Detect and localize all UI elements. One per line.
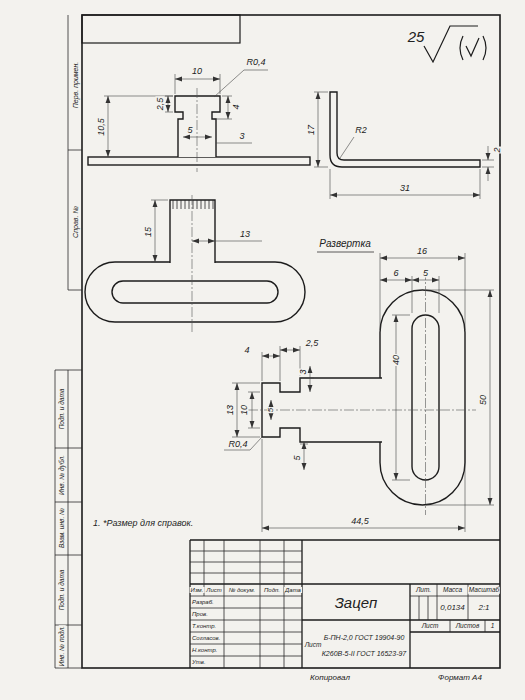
drawing-label: Листов [455, 623, 481, 630]
drawing-label: Масса [442, 587, 463, 594]
drawing-label: 50 [479, 394, 488, 406]
drawing-label: Н.контр. [191, 647, 218, 653]
drawing-label: 3 [238, 132, 245, 141]
knurl-stroke [189, 200, 190, 209]
drawing-label: Разраб. [191, 599, 215, 605]
drawing-label: Подп. и дата [58, 388, 65, 431]
drawing-label: 5 [186, 126, 193, 135]
drawing-label: 13 [226, 404, 235, 416]
drawing-label: 2:1 [477, 604, 490, 612]
knurl-stroke [213, 200, 214, 209]
drawing-label: № докум. [228, 587, 256, 593]
drawing-label: 10,5 [97, 117, 106, 137]
drawing-label: Лит. [415, 587, 432, 594]
drawing-label: Утв. [191, 659, 207, 665]
drawing-label: Лист [421, 623, 440, 630]
drawing-label: Взам. инв. № [58, 507, 65, 549]
drawing-label: 31 [399, 184, 411, 193]
drawing-label: К260В-5-II ГОСТ 16523-97 [321, 650, 408, 657]
drawing-label: Изм. [190, 587, 205, 593]
knurl-stroke [177, 200, 178, 209]
drawing-label: Лист [205, 587, 222, 593]
drawing-label: Справ. № [72, 205, 79, 239]
part-name: Зацеп [334, 595, 379, 610]
drawing-label: Т.контр. [191, 623, 217, 629]
drawing-label: Развертка [318, 239, 371, 249]
drawing-label: 40 [392, 354, 401, 366]
drawing-label: 2,5 [156, 97, 165, 112]
knurl-stroke [173, 200, 174, 209]
knurl-stroke [181, 200, 182, 209]
drawing-label: 5 [267, 407, 275, 413]
drawing-label: 44,5 [350, 517, 370, 526]
drawing-label: 17 [307, 124, 316, 136]
knurl-stroke [193, 200, 194, 209]
drawing-label: Инв. № дубл. [58, 454, 65, 496]
drawing-label: R2 [354, 126, 368, 135]
drawing-label: Масштаб [468, 587, 500, 594]
drawing-label: 1. *Размер для справок. [92, 519, 194, 528]
knurl-stroke [201, 200, 202, 209]
drawing-label: Подп. и дата [58, 569, 65, 612]
drawing-label: 5 [293, 454, 302, 461]
drawing-label: Дата [284, 587, 302, 593]
knurl-stroke [209, 200, 210, 209]
drawing-label: Копировал [309, 674, 351, 682]
drawing-label: Инв. № подл. [58, 625, 65, 667]
knurl-stroke [197, 200, 198, 209]
drawing-label: 25 [407, 29, 426, 44]
drawing-label: 15 [144, 226, 153, 238]
drawing-label: 5 [422, 269, 429, 278]
drawing-label: 4 [232, 103, 241, 110]
drawing-label: Пров. [191, 611, 209, 617]
drawing-label: 3 [299, 368, 308, 375]
drawing-label: 4 [243, 346, 250, 355]
drawing-label: R0,4 [245, 58, 266, 67]
drawing-label: 13 [239, 230, 251, 239]
drawing-label: 2 [493, 146, 502, 153]
drawing-label: 2,5 [305, 339, 320, 348]
drawing-label: Формат А4 [437, 674, 483, 682]
drawing-label: Перв. примен. [72, 61, 79, 110]
knurl-stroke [185, 200, 186, 209]
drawing-label: 6 [392, 269, 399, 278]
drawing-label: Согласов. [191, 635, 221, 641]
drawing-label: 0,0134 [439, 604, 465, 612]
drawing-label: 10 [240, 404, 249, 416]
knurl-stroke [205, 200, 206, 209]
drawing-label: R0,4 [227, 440, 248, 449]
drawing-label: 16 [416, 247, 428, 256]
drawing-label: 1 [490, 623, 496, 630]
drawing-label: Подп. [263, 587, 281, 593]
drawing-label: Б-ПН-2,0 ГОСТ 19904-90 [323, 634, 406, 641]
drawing-label: 10 [191, 67, 203, 76]
drawing-label: Лист [304, 642, 323, 649]
